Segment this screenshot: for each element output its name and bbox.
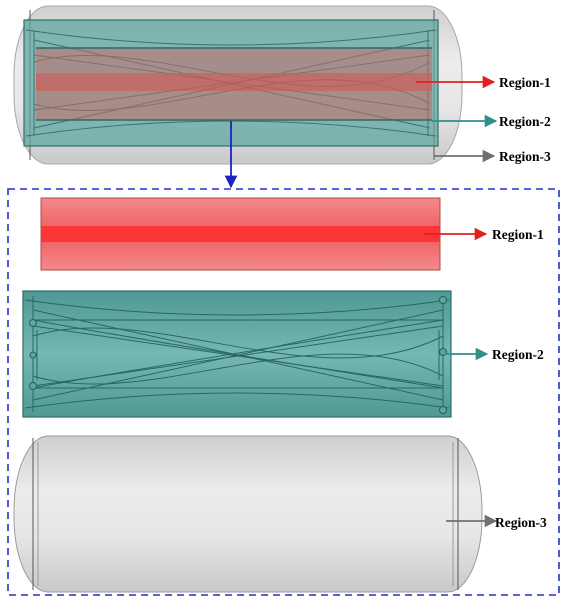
region-3-body — [13, 435, 483, 593]
top-region-3-label: Region-3 — [499, 149, 551, 164]
region-1-core-band — [41, 226, 440, 242]
exploded-view-frame — [7, 188, 560, 596]
region-2-label: Region-2 — [492, 347, 544, 362]
region-2-body — [22, 290, 452, 418]
region-2-lattice — [24, 296, 450, 412]
region-1-label: Region-1 — [492, 227, 544, 242]
exploded-region-1: Region-1 — [40, 197, 544, 271]
exploded-region-2: Region-2 — [22, 290, 544, 418]
top-region-1-label: Region-1 — [499, 75, 551, 90]
region-3-label: Region-3 — [495, 515, 547, 530]
top-region-2-label: Region-2 — [499, 114, 551, 129]
region-2-node-circles — [29, 296, 447, 414]
exploded-region-3: Region-3 — [13, 435, 547, 593]
assembled-view: Region-1 Region-2 Region-3 — [13, 5, 551, 165]
assembled-region-1-band — [36, 73, 432, 91]
